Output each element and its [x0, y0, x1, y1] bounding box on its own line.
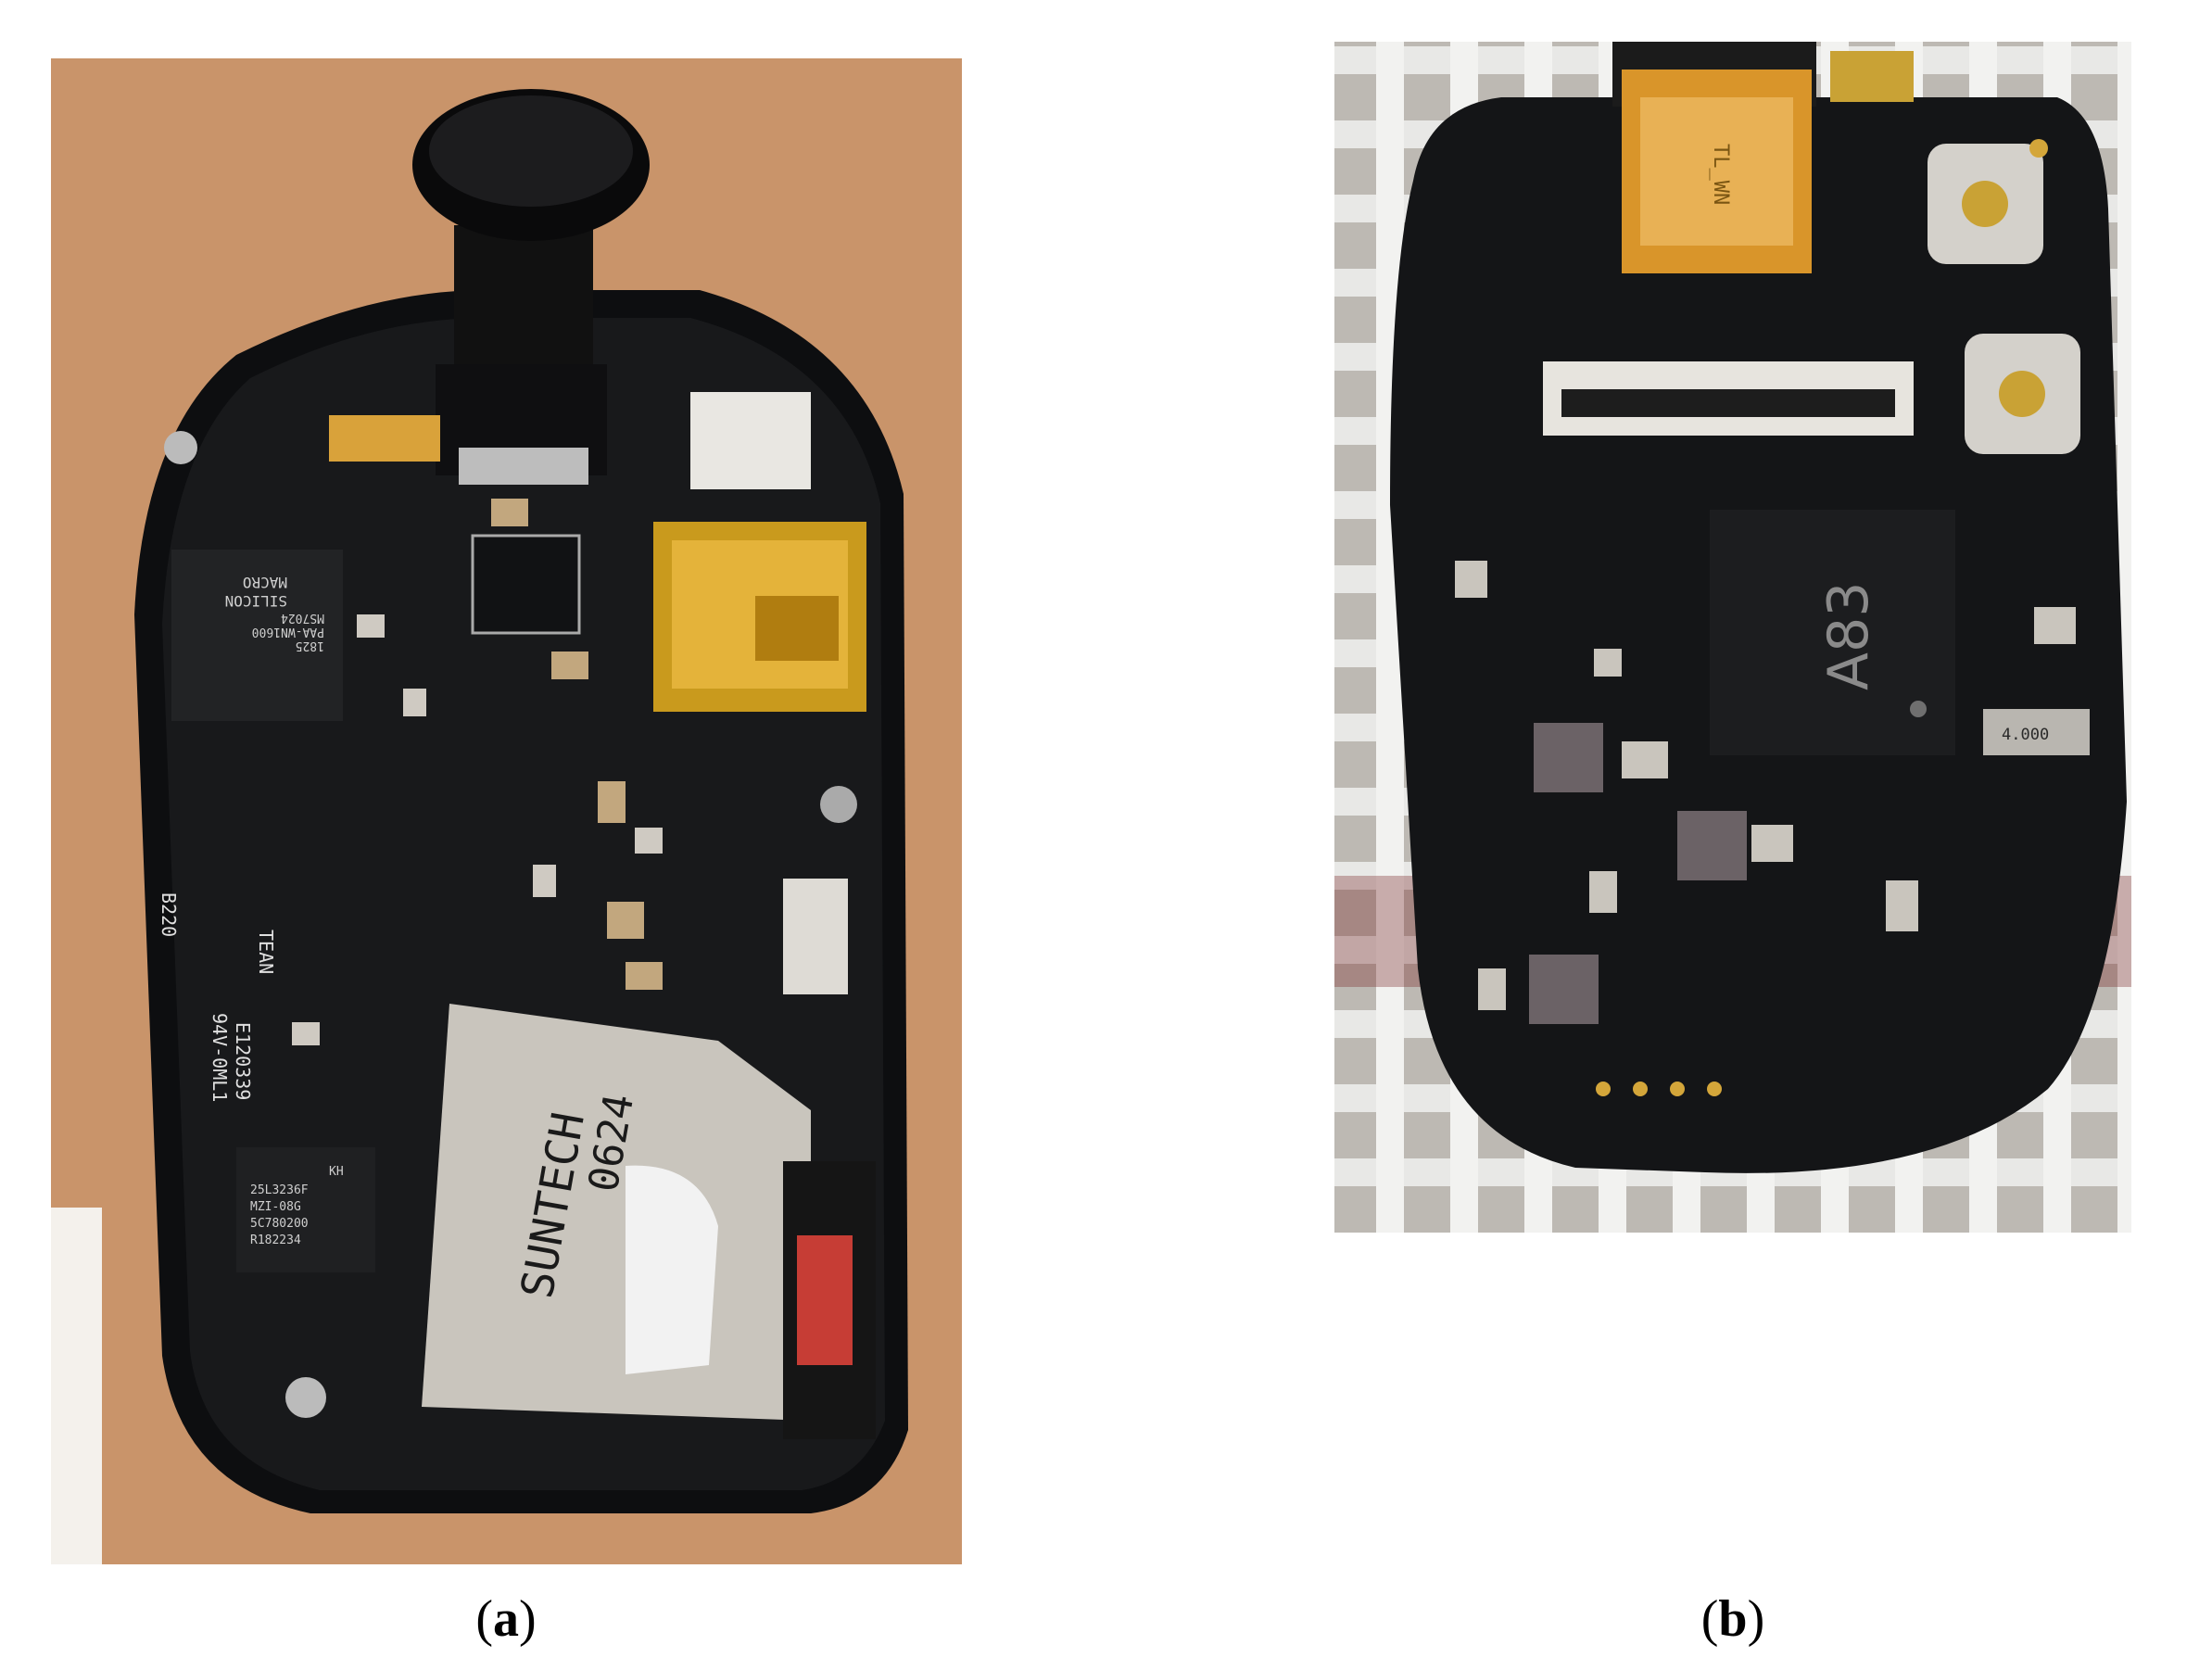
- photo-panel-b: A83 TL_WN 4.000: [1334, 42, 2131, 1233]
- camera-pcb-photo-b: A83 TL_WN 4.000: [1334, 42, 2131, 1233]
- flex-cable-label: TL_WN: [1709, 144, 1732, 205]
- inductor: [1534, 723, 1603, 792]
- inductor: [1677, 811, 1747, 880]
- flash-line-5: R182234: [250, 1234, 301, 1247]
- caption-b: (b): [1700, 1590, 1765, 1648]
- white-jst-connector: [690, 392, 811, 489]
- flash-line-4: 5C780200: [250, 1217, 309, 1231]
- flash-chip: [236, 1147, 375, 1272]
- camera-pcb-photo-a: MACRO SILICON MS7024 PAA-WN1600 1825 KH …: [51, 58, 962, 1564]
- mcu-line-4: PAA-WN1600: [252, 625, 324, 639]
- caption-a: (a): [475, 1590, 537, 1648]
- caption-a-letter: a: [493, 1590, 519, 1648]
- board-code-2: TEAN: [255, 930, 277, 974]
- board-code-3: 94V-0ML1: [209, 1013, 231, 1102]
- screw: [164, 431, 197, 464]
- flash-line-1: KH: [329, 1165, 344, 1179]
- crystal-label: 4.000: [2002, 726, 2049, 744]
- sd-card-slot: [422, 1004, 811, 1421]
- mcu-line-5: 1825: [296, 639, 324, 652]
- gold-button-top: [1962, 181, 2008, 227]
- mcu-line-3: MS7024: [281, 611, 324, 625]
- mcu-line-2: SILICON: [225, 592, 287, 610]
- gold-connector: [329, 415, 440, 462]
- board-code-1: E120339: [232, 1022, 254, 1100]
- gold-button-top: [1999, 371, 2045, 417]
- screw: [285, 1377, 326, 1418]
- flash-line-3: MZI-08G: [250, 1200, 301, 1214]
- soc-label: A83: [1816, 582, 1881, 690]
- white-sheet-corner: [51, 1208, 102, 1564]
- flash-line-2: 25L3236F: [250, 1183, 309, 1197]
- inductor: [1529, 955, 1599, 1024]
- microcontroller-chip: [171, 550, 343, 721]
- caption-b-letter: b: [1718, 1590, 1748, 1648]
- mcu-line-1: MACRO: [243, 574, 287, 591]
- slide-switch: [783, 879, 848, 994]
- photo-panel-a: MACRO SILICON MS7024 PAA-WN1600 1825 KH …: [51, 58, 962, 1564]
- red-sd-card: [797, 1235, 853, 1365]
- board-code-4: B220: [158, 892, 180, 937]
- crystal: [1983, 709, 2090, 755]
